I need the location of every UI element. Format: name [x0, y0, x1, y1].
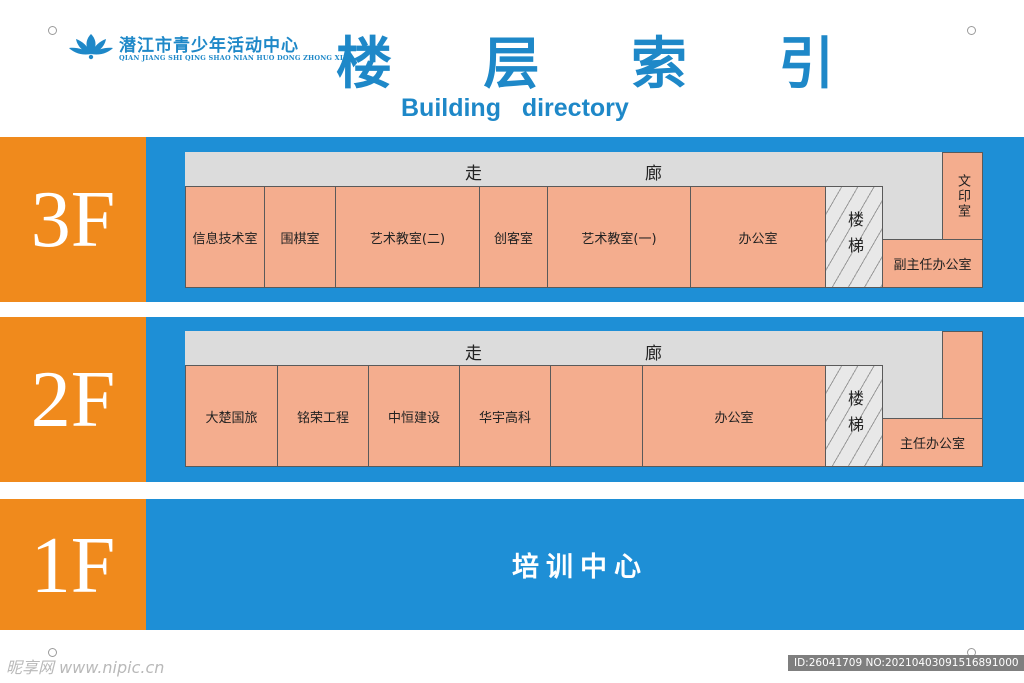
room-2f-small[interactable]	[942, 331, 983, 419]
room-label: 副主任办公室	[893, 258, 972, 273]
floor-3f-tab	[0, 137, 146, 302]
room-2f-unlabeled[interactable]	[550, 365, 643, 467]
room-label: 大楚国旅	[205, 410, 258, 426]
room-label: 信息技术室	[192, 231, 258, 247]
floor-3f-corridor-label-2: 廊	[645, 164, 662, 184]
room-3f-go[interactable]: 围棋室	[264, 186, 336, 288]
room-2f-dachu-travel[interactable]: 大楚国旅	[185, 365, 278, 467]
room-3f-print[interactable]: 文印室	[942, 152, 983, 240]
stairs-label: 楼梯	[845, 211, 864, 263]
room-label: 铭荣工程	[296, 410, 349, 426]
floor-2f-label: 2F	[30, 356, 116, 444]
room-2f-office[interactable]: 办公室	[642, 365, 826, 467]
floor-3f-corridor-label-1: 走	[465, 164, 482, 184]
room-label: 创客室	[493, 231, 533, 247]
stairs-2f[interactable]: 楼梯	[825, 365, 883, 467]
page-title: 楼 层 索 引	[336, 32, 871, 97]
room-label: 办公室	[714, 410, 754, 426]
mount-hole-top-right	[967, 26, 976, 35]
floor-2f-corridor	[185, 331, 942, 366]
stairs-3f[interactable]: 楼梯	[825, 186, 883, 288]
page-subtitle: Building directory	[401, 94, 629, 122]
room-2f-zhongheng[interactable]: 中恒建设	[368, 365, 460, 467]
floor-3f-corridor	[185, 152, 942, 186]
room-label: 主任办公室	[899, 437, 965, 452]
room-label: 华宇高科	[478, 410, 531, 426]
room-label: 文印室	[955, 173, 970, 219]
room-3f-art-1[interactable]: 艺术教室(一)	[547, 186, 691, 288]
room-3f-art-2[interactable]: 艺术教室(二)	[335, 186, 480, 288]
room-label: 围棋室	[280, 231, 320, 247]
room-3f-office[interactable]: 办公室	[690, 186, 826, 288]
floor-2f-tab	[0, 317, 146, 482]
logo-name-en: QIAN JIANG SHI QING SHAO NIAN HUO DONG Z…	[119, 54, 350, 62]
watermark-text: 昵享网 www.nipic.cn	[6, 658, 165, 677]
mount-hole-bottom-left	[48, 648, 57, 657]
room-3f-info-tech[interactable]: 信息技术室	[185, 186, 265, 288]
floor-1f-tab	[0, 499, 146, 630]
image-id-badge: ID:26041709 NO:20210403091516891000	[788, 655, 1024, 671]
lotus-icon	[68, 30, 114, 62]
stairs-label: 楼梯	[845, 390, 864, 442]
room-3f-maker[interactable]: 创客室	[479, 186, 548, 288]
mount-hole-top-left	[48, 26, 57, 35]
room-label: 中恒建设	[387, 410, 440, 426]
room-label: 艺术教室(一)	[581, 231, 657, 247]
floor-2f-corridor-label-1: 走	[465, 344, 482, 364]
room-2f-director[interactable]: 主任办公室	[882, 418, 983, 467]
floor-1f-panel	[146, 499, 1024, 630]
room-label: 艺术教室(二)	[369, 231, 446, 247]
floor-2f-corridor-label-2: 廊	[645, 344, 662, 364]
logo-name: 潜江市青少年活动中心	[119, 36, 299, 56]
room-3f-deputy-director[interactable]: 副主任办公室	[882, 239, 983, 288]
room-2f-mingrong[interactable]: 铭荣工程	[277, 365, 369, 467]
floor-1f-label: 1F	[30, 522, 116, 610]
room-label: 办公室	[738, 231, 778, 247]
floor-3f-label: 3F	[30, 176, 116, 264]
room-2f-huayu[interactable]: 华宇高科	[459, 365, 551, 467]
floor-1f-training-center[interactable]: 培训中心	[512, 552, 648, 583]
